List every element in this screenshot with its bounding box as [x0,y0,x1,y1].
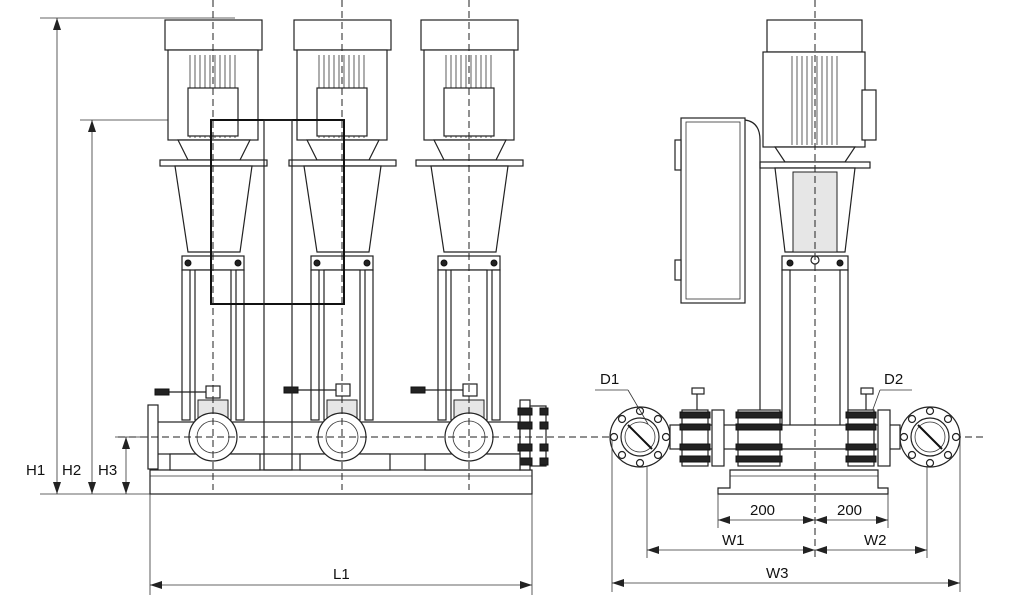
h1-label: H1 [26,462,45,479]
d2-flange: D2 [871,371,961,468]
pump-2 [283,19,397,462]
d1-flange: D1 [595,371,671,468]
l1-dimension: L1 [149,494,533,595]
h1-arrow-top [53,18,61,30]
w1-label: W1 [722,532,745,549]
dim-200-right-label: 200 [837,502,862,519]
w3-label: W3 [766,565,789,582]
dim-200: 200 200 [717,494,889,528]
w3-dimension: W3 [611,440,961,592]
valve-stack-right [845,387,891,467]
w2-label: W2 [864,532,887,549]
valve-stack-center [735,409,783,467]
d1-label: D1 [600,371,619,388]
front-view: H1 H2 H3 L1 [26,0,549,595]
dim-200-left-label: 200 [750,502,775,519]
h2-label: H2 [62,462,81,479]
control-cabinet [680,117,746,304]
w1-w2-dimensions: W1 W2 [646,466,928,558]
side-view: D1 D2 [595,0,961,592]
h3-label: H3 [98,462,117,479]
d2-label: D2 [884,371,903,388]
valve-stack-left [679,387,725,467]
end-flange-bolts [517,407,549,466]
height-dimensions: H1 H2 H3 [26,17,260,495]
side-base-frame [717,469,889,495]
pump-3 [410,19,524,462]
base-frame [149,469,533,495]
motor-terminal-box [861,89,877,141]
h1-arrow-bottom [53,482,61,494]
l1-label: L1 [333,566,350,583]
cabinet-stand [263,119,293,471]
